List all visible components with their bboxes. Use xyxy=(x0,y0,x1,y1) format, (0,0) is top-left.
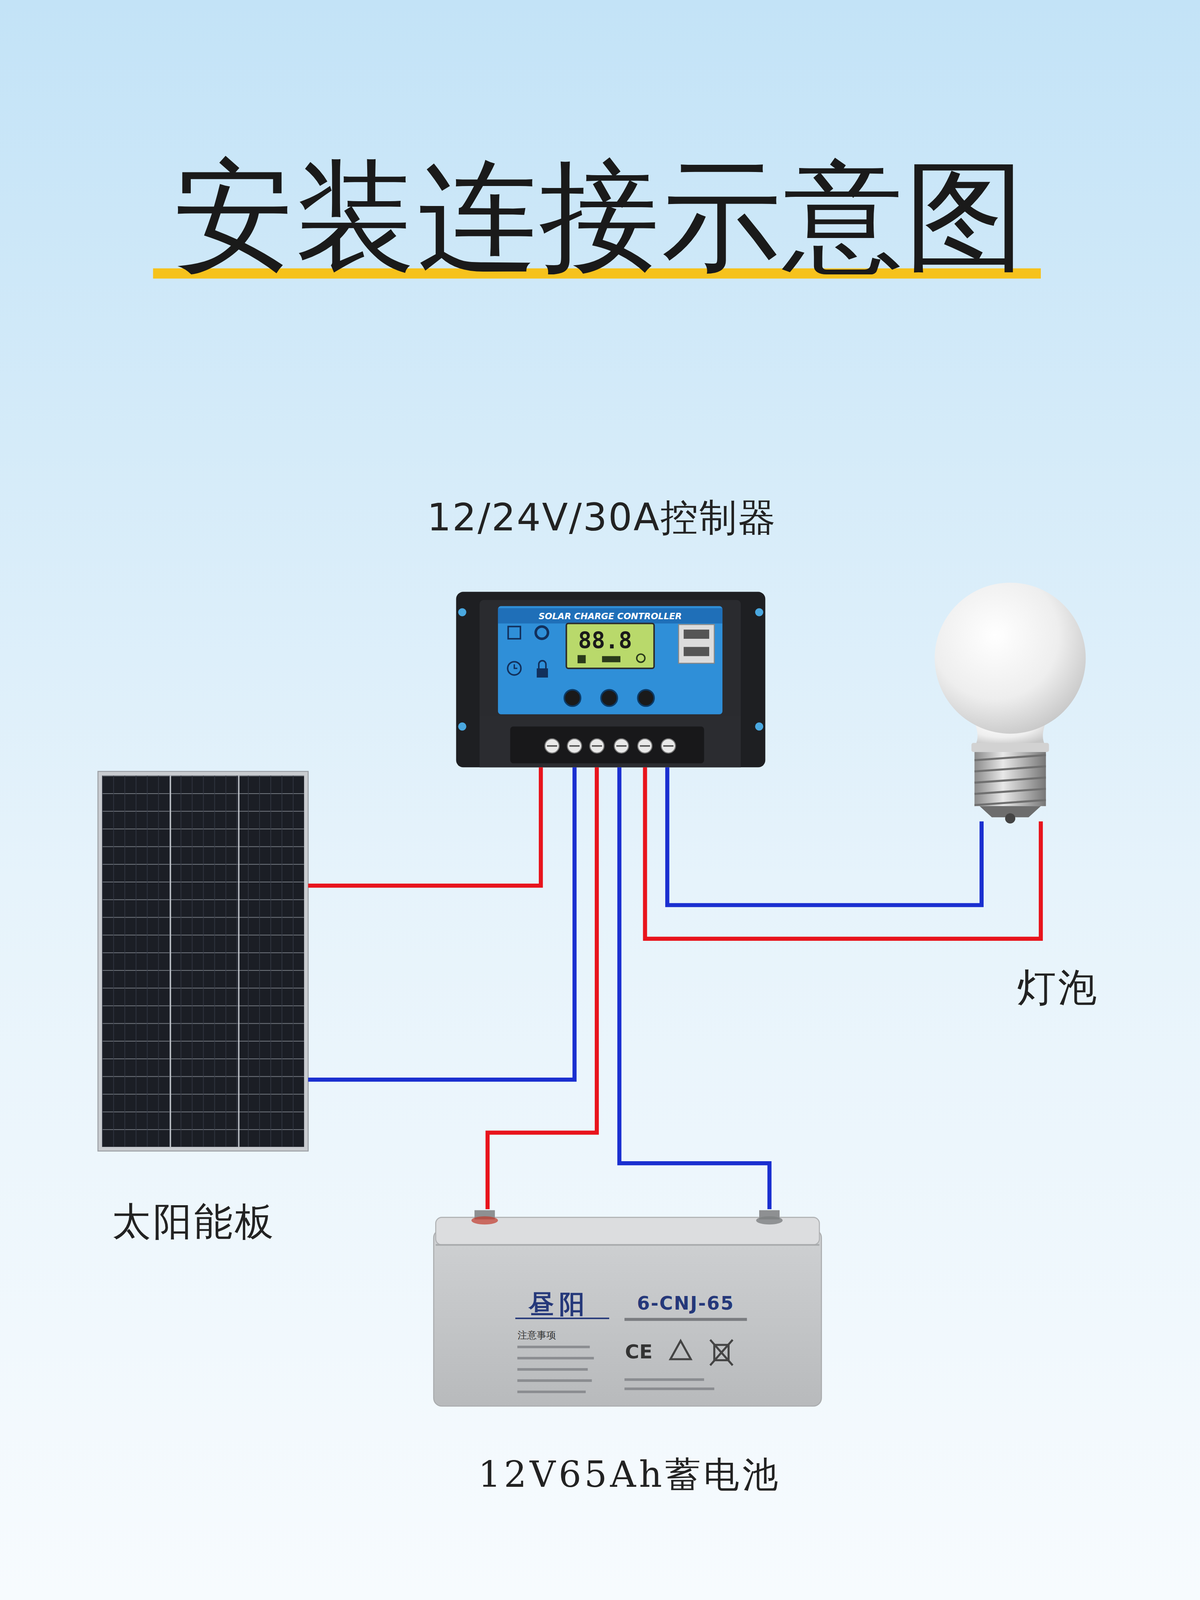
bulb-drawing xyxy=(934,582,1086,734)
bulb-drawing xyxy=(934,582,1086,824)
battery-drawing xyxy=(710,1339,733,1366)
controller-drawing xyxy=(564,689,581,706)
battery-drawing xyxy=(517,1346,594,1392)
battery-drawing xyxy=(433,1210,822,1407)
controller-drawing xyxy=(637,689,654,706)
brand-name: 昼阳 xyxy=(528,1289,590,1319)
solar-panel: 太阳能板 xyxy=(98,771,309,1152)
panel-caption: SOLAR CHARGE CONTROLLER xyxy=(538,611,682,622)
controller-drawing xyxy=(456,592,766,768)
controller-drawing xyxy=(683,629,710,639)
controller-drawing xyxy=(683,646,710,656)
controller-drawing xyxy=(577,655,586,664)
controller-drawing xyxy=(678,624,714,664)
battery-drawing xyxy=(435,1244,820,1246)
battery-drawing xyxy=(670,1340,691,1360)
lcd-digits: 88.8 xyxy=(578,628,632,654)
wire xyxy=(619,767,770,1210)
diagram-title: 安装连接示意图 xyxy=(173,147,1027,286)
battery-drawing xyxy=(433,1229,822,1406)
wire xyxy=(487,767,597,1210)
solar-panel-drawing xyxy=(98,771,309,1152)
wire xyxy=(667,767,982,905)
bulb-drawing xyxy=(1005,813,1016,824)
controller-drawing xyxy=(510,726,705,764)
controller-drawing xyxy=(498,608,723,624)
bulb-drawing xyxy=(971,742,1050,752)
solar-panel-drawing xyxy=(98,771,309,1152)
controller-drawing xyxy=(508,626,521,639)
controller-drawing xyxy=(479,716,741,768)
controller-drawing xyxy=(498,606,723,714)
controller-drawing xyxy=(755,608,764,616)
solar-panel-drawing xyxy=(170,775,239,1148)
wire xyxy=(308,767,541,886)
controller-drawing xyxy=(535,626,548,639)
controller-drawing xyxy=(458,608,466,616)
controller-drawing xyxy=(507,661,521,675)
wire xyxy=(308,767,575,1080)
controller-drawing xyxy=(514,664,518,669)
battery-drawing xyxy=(624,1318,747,1322)
bulb-drawing xyxy=(974,752,1046,806)
controller-drawing xyxy=(602,656,621,662)
ce-mark: CE xyxy=(625,1340,653,1364)
controller-drawing xyxy=(458,722,466,731)
controller-drawing xyxy=(566,623,654,669)
solar-panel-drawing xyxy=(102,775,304,1148)
terminal-screw xyxy=(546,745,674,747)
component-label: 太阳能板 xyxy=(112,1199,276,1244)
light-bulb: 灯泡 xyxy=(933,586,1087,822)
controller-drawing xyxy=(538,660,546,669)
controller-drawing xyxy=(479,600,741,721)
component-label: 12V65Ah蓄电池 xyxy=(478,1454,781,1496)
battery-drawing xyxy=(624,1379,714,1389)
battery-drawing xyxy=(471,1216,498,1225)
controller-drawing xyxy=(601,689,618,706)
terminal-screw xyxy=(544,738,676,754)
bulb-drawing xyxy=(974,755,1046,806)
controller-drawing xyxy=(755,722,764,731)
storage-battery: 12V65Ah蓄电池 xyxy=(433,1209,822,1406)
model-number: 6-CNJ-65 xyxy=(637,1292,735,1314)
controller-drawing xyxy=(636,654,645,662)
controller-drawing xyxy=(536,668,548,678)
component-label: 灯泡 xyxy=(1017,965,1099,1010)
wire xyxy=(645,767,1041,939)
notice-heading: 注意事项 xyxy=(517,1330,556,1342)
controller-drawing xyxy=(456,592,766,768)
battery-drawing xyxy=(756,1216,783,1225)
component-label: 12/24V/30A控制器 xyxy=(427,495,778,540)
